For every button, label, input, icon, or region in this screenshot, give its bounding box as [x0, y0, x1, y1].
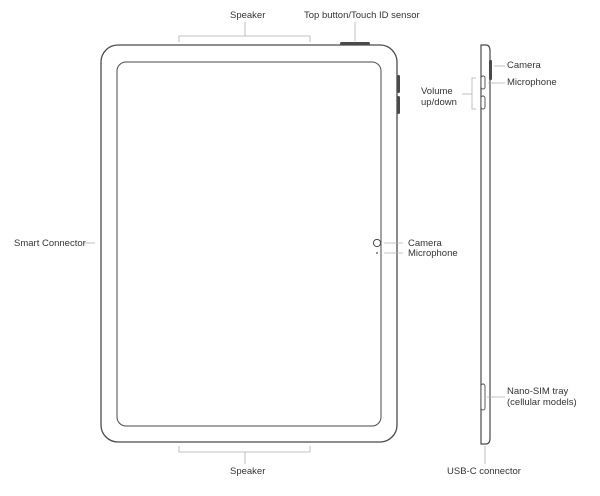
- side-volume-down: [480, 95, 486, 110]
- top-button: [340, 42, 370, 45]
- front-camera-dot: [372, 238, 382, 248]
- speaker-top-label: Speaker: [230, 10, 266, 21]
- volume-bracket: [471, 77, 476, 110]
- side-view: [480, 44, 492, 445]
- front-camera-label: Camera: [408, 238, 442, 249]
- side-leaders: [462, 65, 505, 464]
- speaker-bottom-label: Speaker: [230, 466, 266, 477]
- front-leaders: [84, 22, 403, 464]
- volume-label-line2: up/down: [421, 97, 457, 108]
- speaker-top-bracket: [178, 35, 311, 42]
- speaker-bottom-bracket: [178, 446, 311, 453]
- volume-up-button: [397, 75, 400, 93]
- volume-label-line1: Volume: [421, 86, 453, 97]
- nano-sim-label-line2: (cellular models): [507, 397, 577, 408]
- side-camera-bump: [489, 60, 492, 80]
- usb-c-label: USB-C connector: [447, 466, 521, 477]
- front-microphone-label: Microphone: [408, 248, 458, 259]
- nano-sim-label-line1: Nano-SIM tray: [507, 386, 569, 397]
- top-button-label: Top button/Touch ID sensor: [304, 10, 420, 21]
- front-microphone-dot: [376, 252, 378, 254]
- side-camera-label: Camera: [507, 60, 541, 71]
- front-view: [100, 42, 400, 443]
- side-nano-sim-tray: [480, 383, 486, 411]
- smart-connector-label: Smart Connector: [14, 238, 86, 249]
- side-volume-up: [480, 75, 486, 90]
- side-microphone-label: Microphone: [507, 77, 557, 88]
- volume-down-button: [397, 96, 400, 114]
- ipad-side-body: [480, 44, 491, 445]
- ipad-screen: [116, 61, 382, 427]
